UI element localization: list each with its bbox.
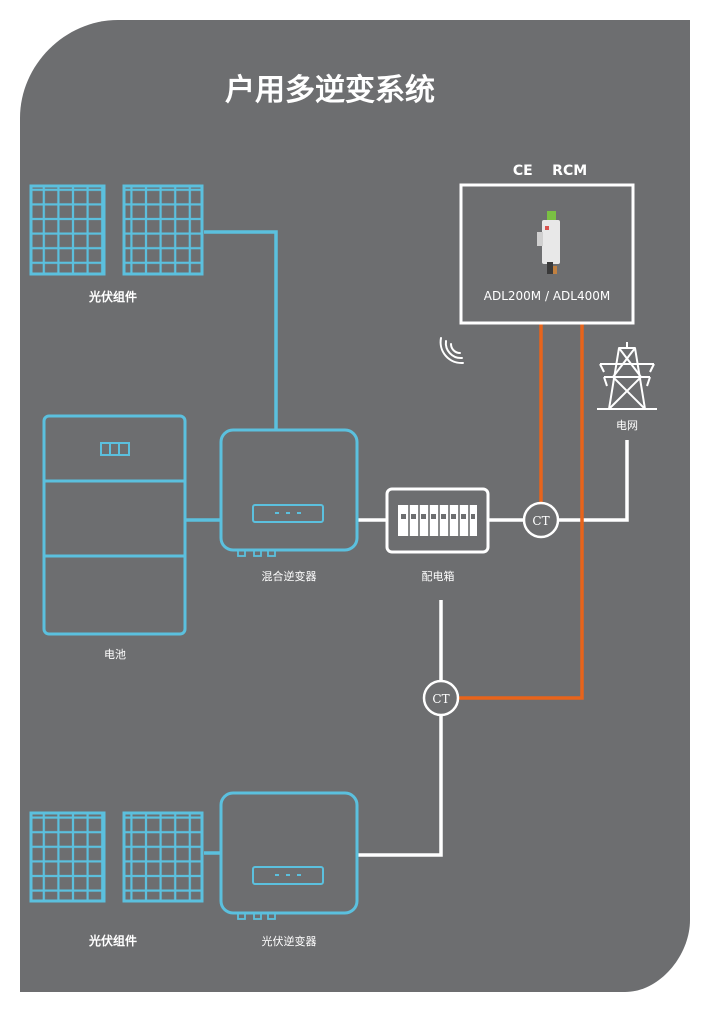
- energy-meter-icon: [537, 211, 560, 274]
- ct-sensor-grid-label: CT: [532, 514, 549, 528]
- pv-top-wire: [204, 230, 278, 430]
- ac-ct2-to-pv-inverter: [358, 715, 443, 857]
- battery-level-icon: [100, 442, 130, 456]
- grid-label: 电网: [616, 419, 638, 432]
- distribution-box-label: 配电箱: [422, 569, 455, 583]
- transmission-tower-icon: [597, 342, 657, 410]
- distribution-box: [385, 487, 490, 554]
- pv-inverter: [219, 791, 359, 920]
- hybrid-inverter: [219, 428, 359, 557]
- battery-label: 电池: [104, 648, 126, 661]
- energy-meter-box: ADL200M / ADL400M: [459, 183, 635, 325]
- pv-bottom-label: 光伏组件: [88, 933, 137, 948]
- pv-top-label: 光伏组件: [88, 289, 137, 304]
- diagram-title: 户用多逆变系统: [225, 73, 435, 108]
- ct-sensor-pv-label: CT: [432, 692, 449, 706]
- pv-modules-top: [29, 184, 204, 276]
- certifications: CE RCM: [513, 163, 587, 179]
- hybrid-inverter-label: 混合逆变器: [262, 569, 317, 583]
- wireless-signal-icon: [439, 337, 464, 365]
- ct-sensor-grid: CT: [522, 501, 560, 539]
- pv-modules-bottom: [29, 811, 204, 903]
- ct-sensor-pv: CT: [422, 679, 460, 717]
- pv-inverter-label: 光伏逆变器: [262, 934, 317, 948]
- meter-model: ADL200M / ADL400M: [484, 289, 610, 303]
- diagram-background: [20, 20, 690, 992]
- signal-ct2: [458, 324, 584, 700]
- battery: [42, 414, 187, 636]
